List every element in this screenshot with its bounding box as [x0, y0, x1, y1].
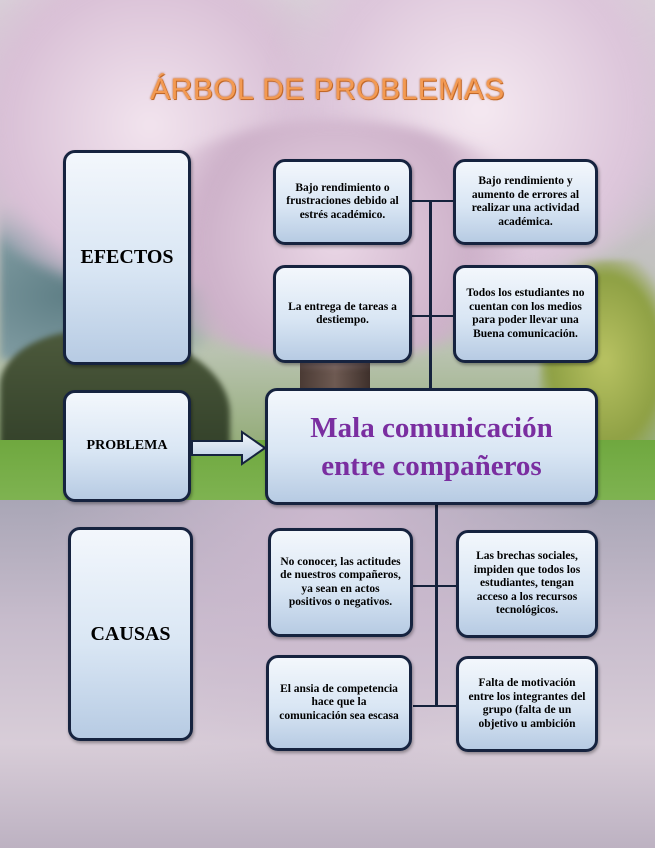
- connector-line: [435, 505, 438, 705]
- category-label: CAUSAS: [90, 622, 171, 645]
- effect-text: Todos los estudiantes no cuentan con los…: [466, 287, 585, 340]
- connector-line: [429, 200, 432, 390]
- category-causas: CAUSAS: [68, 527, 193, 741]
- cause-text: El ansia de competencia hace que la comu…: [279, 682, 399, 722]
- connector-line: [412, 200, 454, 202]
- category-problema: PROBLEMA: [63, 390, 191, 502]
- effect-text: Bajo rendimiento o frustraciones debido …: [286, 181, 399, 221]
- cause-box: Las brechas sociales, impiden que todos …: [456, 530, 598, 638]
- category-label: PROBLEMA: [86, 438, 168, 453]
- right-arrow-icon: [191, 430, 267, 466]
- effect-box: La entrega de tareas a destiempo.: [273, 265, 412, 363]
- effect-text: Bajo rendimiento y aumento de errores al…: [471, 175, 580, 228]
- cause-text: Falta de motivación entre los integrante…: [468, 677, 586, 730]
- category-efectos: EFECTOS: [63, 150, 191, 365]
- effect-box: Bajo rendimiento o frustraciones debido …: [273, 159, 412, 245]
- page-title: ÁRBOL DE PROBLEMAS: [150, 73, 505, 106]
- effect-box: Todos los estudiantes no cuentan con los…: [453, 265, 598, 363]
- cause-text: Las brechas sociales, impiden que todos …: [473, 550, 581, 617]
- connector-line: [413, 705, 456, 707]
- cause-box: No conocer, las actitudes de nuestros co…: [268, 528, 413, 637]
- cause-box: El ansia de competencia hace que la comu…: [266, 655, 412, 751]
- central-problem-text: Mala comunicación entre compañeros: [310, 411, 553, 482]
- central-problem-box: Mala comunicación entre compañeros: [265, 388, 598, 505]
- cause-box: Falta de motivación entre los integrante…: [456, 656, 598, 752]
- connector-line: [413, 585, 456, 587]
- cause-text: No conocer, las actitudes de nuestros co…: [280, 555, 401, 609]
- category-label: EFECTOS: [80, 246, 174, 268]
- effect-text: La entrega de tareas a destiempo.: [288, 300, 397, 327]
- effect-box: Bajo rendimiento y aumento de errores al…: [453, 159, 598, 245]
- connector-line: [412, 315, 454, 317]
